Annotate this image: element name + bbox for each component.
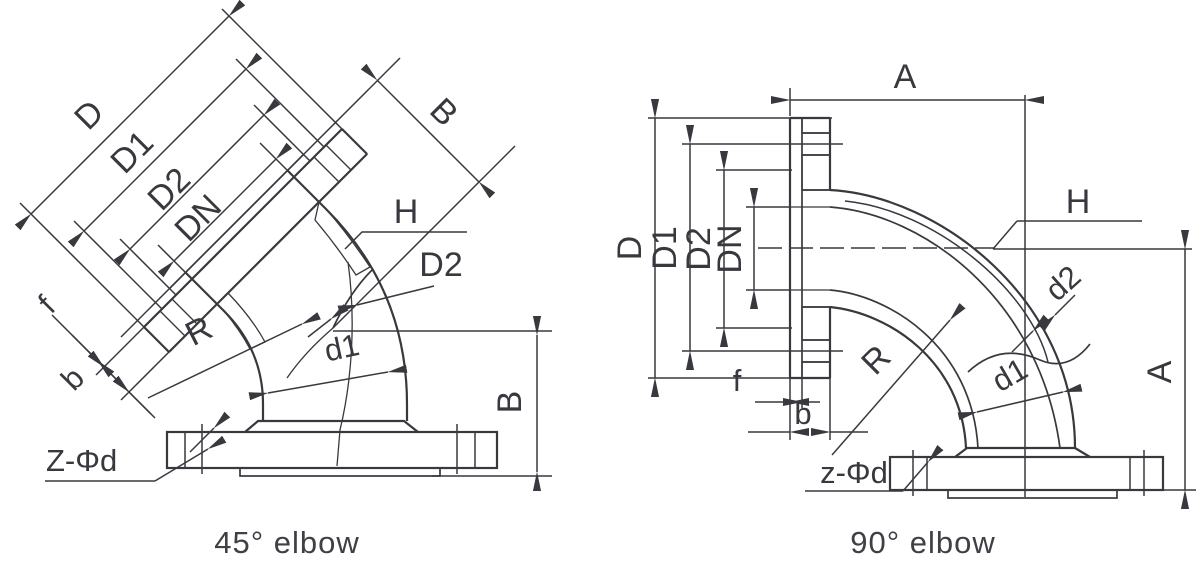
bolt-note-arrow: [154, 435, 227, 482]
label-bolt-holes: Z-Φd: [46, 443, 117, 478]
label-d2: d2: [1038, 259, 1087, 308]
flange-hatch: [801, 154, 831, 191]
label-d1: d1: [986, 351, 1033, 399]
label-B-diagonal: B: [422, 91, 465, 134]
caption-90-elbow: 90° elbow: [850, 525, 996, 560]
witness-line: [235, 58, 325, 148]
bolt-slot-edge: [159, 310, 186, 337]
radius-leader: [147, 312, 321, 399]
flange-neck: [954, 446, 1091, 458]
witness-line: [259, 142, 289, 172]
pipe-outer-wall: [287, 170, 409, 421]
witness-line-f: [120, 288, 170, 338]
label-d1: d1: [321, 327, 362, 368]
label-H: H: [1066, 183, 1091, 221]
flange-cap-sw: [143, 326, 170, 353]
label-H: H: [394, 193, 419, 231]
bolt-slot-edge: [325, 144, 352, 171]
d2-leader-arrow: [337, 285, 435, 314]
pipe-bore-bottom: [829, 289, 979, 449]
b-dim-arrow: [189, 411, 231, 453]
flange-hatch: [801, 306, 831, 341]
bolt-note-arrow: [902, 444, 944, 492]
label-D: D: [611, 236, 649, 261]
label-R: R: [854, 338, 898, 382]
label-D2-leader: D2: [419, 246, 462, 284]
bolt-slot-edge: [171, 298, 198, 325]
bottom-flange-raised-face: [239, 467, 441, 477]
elbow-90-figure: D D1 D2 DN A H d2 R d1 f b A z-Φd 90° el…: [611, 58, 1196, 560]
label-f: f: [733, 363, 742, 398]
f-dim-arrow: [71, 334, 115, 378]
flange-hatch: [801, 117, 831, 134]
caption-45-elbow: 45° elbow: [214, 525, 360, 560]
flange-hatch: [801, 361, 831, 379]
h-leader: [344, 231, 467, 250]
pipe-inner-wall: [829, 305, 968, 449]
witness-line: [119, 238, 177, 296]
d2-dim-arrow: [1011, 314, 1050, 353]
label-B-vertical: B: [491, 391, 529, 414]
flange-cap-ne: [341, 128, 368, 155]
h-leader: [992, 220, 1018, 250]
d2-leader-arrow: [307, 304, 349, 338]
label-f: f: [31, 289, 62, 320]
label-A-vertical: A: [1141, 360, 1179, 383]
pipe-wall-section-outer: [314, 200, 371, 276]
dim-d1: [248, 364, 408, 401]
dim-d1: [957, 383, 1083, 421]
section-break-wave: [967, 343, 1091, 373]
radius-leader: [831, 303, 966, 456]
witness-line: [73, 220, 163, 310]
bottom-flange-raised-face: [947, 489, 1118, 499]
flange-neck: [244, 419, 419, 433]
label-A-top: A: [894, 58, 917, 96]
bolt-slot-edge: [313, 156, 340, 183]
b-dim-arrow: [112, 375, 152, 415]
label-DN: DN: [711, 224, 749, 273]
label-D1: D1: [646, 226, 684, 269]
pipe-outer-wall: [829, 188, 1077, 449]
d2-dim-arrow: [1038, 294, 1076, 332]
label-D2: D2: [680, 227, 718, 270]
label-b: b: [54, 360, 91, 397]
witness-line: [157, 244, 187, 274]
witness-line: [253, 104, 311, 162]
label-b: b: [794, 396, 811, 431]
witness-line: [19, 202, 145, 328]
witness-line: [221, 8, 343, 130]
f-dim-arrow: [87, 350, 119, 382]
witness-line-b: [120, 351, 170, 401]
pipe-wall-section-inner: [216, 292, 266, 350]
witness-line-f: [95, 326, 145, 376]
bolt-slot-sw: [160, 299, 197, 336]
bottom-flange-body: [888, 455, 1165, 492]
dim-DN: [157, 142, 293, 278]
bolt-slot-ne: [314, 145, 351, 182]
elbow-45-figure: D D1 D2 DN B H D2 R d1 f b B Z-Φd 45° el…: [14, 0, 552, 560]
witness-line-end-plane-ext: [332, 145, 516, 329]
label-D: D: [67, 93, 111, 137]
dim-B-diagonal: [360, 63, 496, 199]
pipe-outer-shading: [844, 200, 1049, 363]
bottom-flange-body: [165, 430, 499, 470]
label-bolt-holes: z-Φd: [820, 455, 888, 490]
